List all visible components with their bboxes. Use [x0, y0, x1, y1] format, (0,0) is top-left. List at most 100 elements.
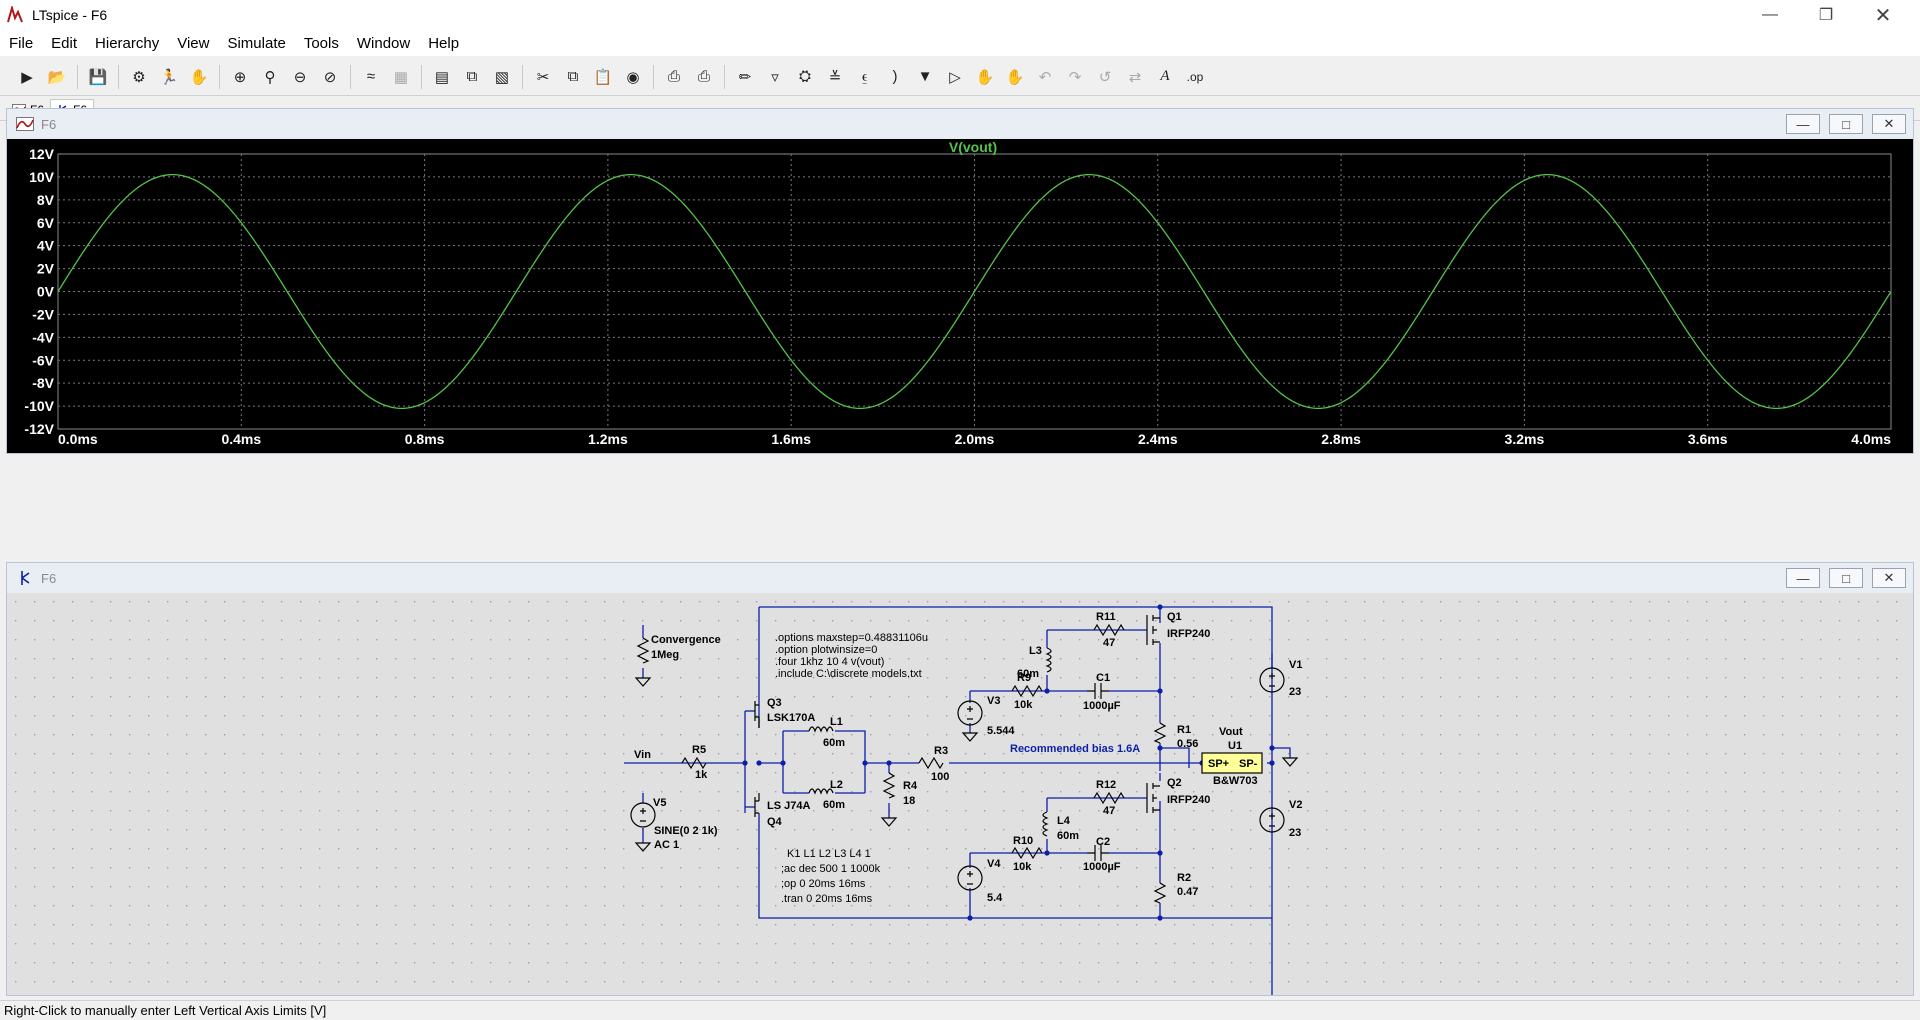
y-tick-label[interactable]: -12V — [24, 421, 54, 437]
schematic-canvas[interactable]: .options maxstep=0.48831106u .option plo… — [7, 593, 1913, 995]
x-tick-label[interactable]: 1.2ms — [588, 431, 628, 447]
pan-icon[interactable]: ✋ — [189, 68, 209, 86]
y-tick-label[interactable]: 6V — [37, 215, 55, 231]
convergence-name[interactable]: Convergence — [651, 634, 721, 646]
v4-name[interactable]: V4 — [987, 858, 1001, 870]
control-panel-icon[interactable]: ⚙ — [132, 68, 146, 86]
q2-name[interactable]: Q2 — [1167, 777, 1182, 789]
y-tick-label[interactable]: -2V — [32, 306, 54, 322]
y-tick-label[interactable]: 0V — [37, 284, 55, 300]
y-tick-label[interactable]: 8V — [37, 192, 55, 208]
r3-value[interactable]: 100 — [931, 771, 949, 783]
directive-line[interactable]: .four 1khz 10 4 v(vout) — [775, 656, 884, 668]
cascade-icon[interactable]: ⧉ — [466, 68, 478, 85]
y-tick-label[interactable]: 2V — [37, 261, 55, 277]
paste-icon[interactable]: 📋 — [593, 68, 613, 86]
r4-value[interactable]: 18 — [903, 795, 915, 807]
u1-model[interactable]: B&W703 — [1213, 775, 1258, 787]
schematic-minimize-button[interactable]: — — [1786, 568, 1820, 588]
c1-value[interactable]: 1000µF — [1083, 700, 1121, 712]
r12-name[interactable]: R12 — [1096, 779, 1116, 791]
x-tick-label[interactable]: 0.8ms — [405, 431, 445, 447]
y-tick-label[interactable]: 4V — [37, 238, 55, 254]
x-tick-label[interactable]: 0.4ms — [221, 431, 261, 447]
q3-name[interactable]: Q3 — [767, 697, 782, 709]
v2-value[interactable]: 23 — [1289, 827, 1301, 839]
v1-name[interactable]: V1 — [1289, 659, 1302, 671]
menu-help[interactable]: Help — [428, 34, 460, 52]
save-icon[interactable]: 💾 — [88, 68, 108, 86]
q4-name[interactable]: Q4 — [767, 816, 783, 828]
inductor-icon[interactable]: ) — [892, 68, 898, 85]
open-icon[interactable]: 📂 — [47, 68, 67, 86]
menu-edit[interactable]: Edit — [51, 34, 78, 52]
menu-file[interactable]: File — [9, 34, 34, 52]
x-tick-label[interactable]: 4.0ms — [1851, 431, 1891, 447]
cut-icon[interactable]: ✂ — [536, 68, 550, 86]
directive-line[interactable]: .option plotwinsize=0 — [775, 644, 877, 656]
spice-directive-icon[interactable]: .op — [1186, 69, 1204, 84]
directive-line[interactable]: .include C:\discrete models.txt — [775, 668, 922, 680]
print-preview-icon[interactable]: ⎙ — [697, 68, 710, 85]
u1-speaker-block[interactable] — [1201, 752, 1263, 774]
y-tick-label[interactable]: 12V — [29, 146, 55, 162]
plot-minimize-button[interactable]: — — [1786, 114, 1820, 134]
plot-maximize-button[interactable]: □ — [1829, 114, 1863, 134]
q4-model[interactable]: LS J74A — [767, 800, 810, 812]
zoom-out-icon[interactable]: ⊖ — [293, 68, 307, 86]
directive-line[interactable]: ;ac dec 500 1 1000k — [781, 863, 881, 875]
resistor-icon[interactable]: ≚ — [828, 68, 842, 86]
r3-name[interactable]: R3 — [934, 745, 948, 757]
rotate-icon[interactable]: ↺ — [1098, 68, 1112, 86]
l3-name[interactable]: L3 — [1029, 645, 1042, 657]
capacitor-icon[interactable]: ⍷ — [860, 68, 870, 85]
menu-window[interactable]: Window — [356, 34, 411, 52]
zoom-in-icon[interactable]: ⊕ — [233, 68, 247, 86]
find-icon[interactable]: ◉ — [626, 68, 640, 86]
r1-value[interactable]: 0.56 — [1177, 738, 1198, 750]
text-icon[interactable]: A — [1160, 68, 1170, 84]
directive-line[interactable]: .options maxstep=0.48831106u — [775, 632, 928, 644]
q1-model[interactable]: IRFP240 — [1167, 628, 1210, 640]
menu-hierarchy[interactable]: Hierarchy — [95, 34, 160, 52]
net-label-vout[interactable]: Vout — [1219, 726, 1243, 738]
r10-value[interactable]: 10k — [1013, 861, 1032, 873]
l1-name[interactable]: L1 — [830, 716, 843, 728]
x-tick-label[interactable]: 1.6ms — [771, 431, 811, 447]
plot-close-button[interactable]: ✕ — [1872, 114, 1906, 134]
directive-line[interactable]: ;op 0 20ms 16ms — [781, 878, 866, 890]
x-tick-label[interactable]: 2.0ms — [955, 431, 995, 447]
c2-name[interactable]: C2 — [1096, 836, 1110, 848]
diode-icon[interactable]: ▼ — [917, 68, 933, 85]
mirror-icon[interactable]: ⇄ — [1128, 68, 1142, 86]
v5-value[interactable]: SINE(0 2 1k) — [654, 825, 718, 837]
bias-note[interactable]: Recommended bias 1.6A — [1010, 743, 1140, 755]
r9-value[interactable]: 10k — [1014, 699, 1033, 711]
l4-name[interactable]: L4 — [1057, 815, 1071, 827]
restore-button[interactable]: ❐ — [1818, 7, 1834, 24]
y-tick-label[interactable]: -8V — [32, 375, 54, 391]
minimize-button[interactable]: — — [1762, 6, 1778, 23]
r11-value[interactable]: 47 — [1103, 637, 1115, 649]
v3-value[interactable]: 5.544 — [987, 725, 1015, 737]
x-tick-label[interactable]: 2.8ms — [1321, 431, 1361, 447]
menu-tools[interactable]: Tools — [303, 34, 339, 52]
v5-name[interactable]: V5 — [653, 797, 666, 809]
y-tick-label[interactable]: 10V — [29, 169, 55, 185]
r12-value[interactable]: 47 — [1103, 805, 1115, 817]
r4-name[interactable]: R4 — [903, 780, 918, 792]
r11-name[interactable]: R11 — [1096, 611, 1116, 623]
schematic-maximize-button[interactable]: □ — [1829, 568, 1863, 588]
x-tick-label[interactable]: 3.2ms — [1505, 431, 1545, 447]
x-tick-label[interactable]: 3.6ms — [1688, 431, 1728, 447]
r10-name[interactable]: R10 — [1013, 835, 1033, 847]
autorange-icon[interactable]: ≈ — [366, 68, 376, 85]
copy-icon[interactable]: ⧉ — [567, 68, 579, 85]
run-icon[interactable]: 🏃 — [159, 68, 179, 86]
c1-name[interactable]: C1 — [1096, 672, 1110, 684]
directive-line[interactable]: K1 L1 L2 L3 L4 1 — [787, 848, 871, 860]
v1-value[interactable]: 23 — [1289, 686, 1301, 698]
q3-model[interactable]: LSK170A — [767, 712, 815, 724]
label-net-icon[interactable]: ⛭ — [798, 68, 811, 85]
drag-icon[interactable]: ✋ — [1005, 68, 1025, 86]
